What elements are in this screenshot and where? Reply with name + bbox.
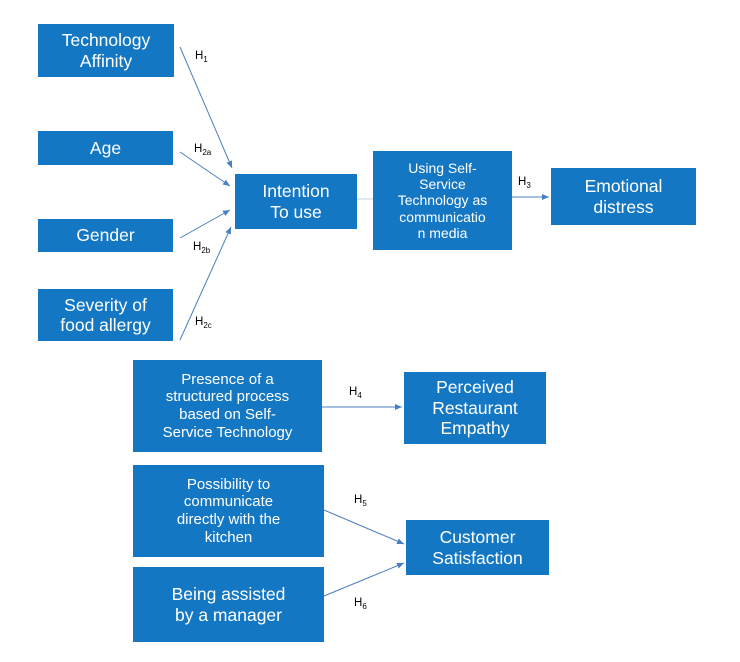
node-customer-satisfaction: Customer Satisfaction [406, 520, 549, 575]
label-h2c: H2c [195, 316, 212, 330]
node-communicate-kitchen: Possibility to communicate directly with… [133, 465, 324, 557]
node-intention: Intention To use [235, 174, 357, 229]
label-h3: H3 [518, 176, 531, 190]
node-using-sst: Using Self- Service Technology as commun… [373, 151, 512, 250]
arrow-h6 [323, 562, 405, 597]
arrow-h2a [179, 151, 231, 187]
arrow-h2b [179, 209, 231, 239]
label-h5: H5 [354, 494, 367, 508]
label-h1: H1 [195, 50, 208, 64]
arrow-h1 [179, 46, 233, 169]
node-emotional-distress: Emotional distress [551, 168, 696, 225]
node-assisted-manager: Being assisted by a manager [133, 567, 324, 642]
node-perceived-empathy: Perceived Restaurant Empathy [404, 372, 546, 444]
node-severity: Severity of food allergy [38, 289, 173, 341]
node-age: Age [38, 131, 173, 165]
label-h2b: H2b [193, 241, 211, 255]
label-h2a: H2a [194, 143, 212, 157]
arrow-h2c [179, 226, 232, 341]
label-h6: H6 [354, 597, 367, 611]
arrow-h5 [323, 509, 405, 545]
node-technology-affinity: Technology Affinity [38, 24, 174, 77]
node-presence-process: Presence of a structured process based o… [133, 360, 322, 452]
label-h4: H4 [349, 386, 362, 400]
node-gender: Gender [38, 219, 173, 252]
